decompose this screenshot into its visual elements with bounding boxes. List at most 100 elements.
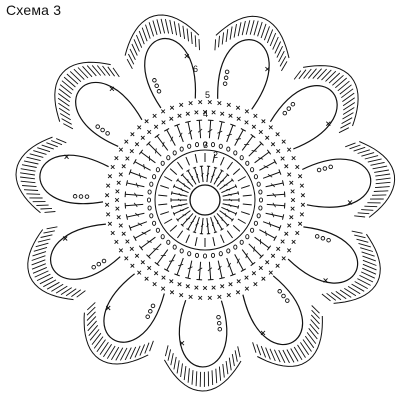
sc-mark — [169, 290, 175, 295]
row-number: 5 — [205, 90, 210, 100]
fan-dc-stitch — [269, 32, 277, 47]
sc-mark — [265, 66, 270, 72]
hdc-stitch — [212, 153, 216, 163]
chain-stitch — [166, 155, 171, 161]
dc-stitch — [148, 243, 162, 257]
sc-mark — [295, 230, 300, 236]
sc-mark — [177, 113, 182, 118]
dc-stitch — [176, 257, 184, 276]
dc-stitch-slash — [235, 138, 241, 140]
chain-stitch — [258, 197, 264, 203]
fan-dc-stitch — [211, 370, 214, 386]
fan-dc-stitch — [44, 211, 56, 213]
dc-stitch-top — [219, 120, 225, 123]
fan-dc-stitch — [293, 70, 302, 80]
dc-stitch-slash — [206, 173, 210, 177]
chain-stitch — [223, 75, 229, 81]
hdc-stitch — [242, 203, 252, 206]
chain-stitch — [160, 160, 165, 166]
fan-dc-stitch — [73, 68, 85, 80]
sc-mark — [236, 279, 241, 284]
petal-edge — [124, 14, 200, 56]
fan-dc-stitch — [367, 158, 382, 163]
petal-edge — [15, 136, 53, 214]
dc-stitch — [166, 129, 176, 146]
fan-dc-stitch — [139, 344, 146, 356]
fan-dc-stitch — [361, 251, 375, 257]
fan-dc-stitch — [46, 142, 58, 148]
fan-dc-stitch — [91, 65, 102, 76]
hdc-stitch — [185, 234, 190, 244]
chain-stitch — [253, 174, 258, 180]
sc-mark — [226, 292, 231, 298]
fan-dc-stitch — [375, 181, 391, 185]
fan-dc-stitch — [96, 65, 106, 76]
fan-dc-stitch — [347, 286, 361, 295]
fan-dc-stitch — [71, 289, 82, 297]
sc-mark — [280, 156, 285, 161]
sc-mark — [160, 286, 166, 291]
dc-stitch-top — [180, 223, 184, 227]
chain-stitch — [194, 252, 200, 258]
fan-dc-stitch — [99, 341, 109, 355]
chain-arch — [39, 154, 109, 205]
sc-mark — [109, 86, 115, 92]
dc-stitch-top — [250, 133, 256, 139]
fan-dc-stitch — [358, 242, 371, 248]
chain-stitch — [245, 234, 250, 240]
dc-stitch-top — [213, 166, 218, 169]
sc-mark — [153, 124, 159, 129]
sc-mark — [270, 142, 276, 147]
sc-mark — [64, 154, 69, 160]
dc-stitch-top — [133, 158, 137, 165]
chain-stitch — [149, 181, 154, 187]
fan-dc-stitch — [339, 289, 352, 298]
dc-stitch-top — [185, 120, 191, 123]
fan-dc-stitch — [40, 207, 53, 210]
fan-dc-stitch — [26, 193, 41, 195]
hdc-stitch — [220, 234, 225, 244]
sc-mark — [284, 231, 289, 236]
chain-stitch — [187, 251, 192, 257]
fan-dc-stitch — [362, 263, 377, 271]
petal — [83, 273, 165, 365]
dc-stitch-slash — [137, 222, 143, 227]
sc-mark — [347, 200, 353, 205]
hdc-stitch — [176, 161, 184, 170]
chain-stitch — [282, 110, 288, 116]
sc-mark — [244, 120, 249, 125]
dc-stitch-top — [163, 268, 170, 272]
fan-dc-stitch — [233, 24, 237, 38]
dc-stitch-top — [125, 180, 128, 186]
chain-stitch — [148, 309, 153, 314]
sc-mark — [289, 215, 294, 220]
dc-stitch-top — [154, 261, 160, 267]
sc-mark — [226, 102, 231, 108]
center-ring — [154, 149, 256, 251]
fan-dc-stitch — [342, 112, 354, 120]
fan-dc-stitch — [225, 29, 229, 42]
dc-stitch — [248, 143, 262, 157]
chain-stitch — [290, 101, 296, 107]
dc-stitch-top — [250, 261, 256, 267]
hdc-stitch — [194, 237, 198, 247]
fan-dc-stitch — [218, 366, 222, 381]
fan-dc-stitch — [221, 32, 225, 45]
chain-stitch — [100, 127, 105, 133]
chain-stitch — [202, 253, 208, 259]
sc-mark — [290, 197, 296, 203]
dc-stitch-slash — [226, 208, 230, 213]
chain-stitch — [156, 89, 162, 94]
fan-dc-stitch — [364, 205, 378, 208]
fan-dc-stitch — [160, 18, 166, 34]
dc-stitch-slash — [196, 173, 199, 178]
dc-stitch-slash — [153, 248, 159, 250]
fan-dc-stitch — [58, 107, 71, 116]
fan-dc-stitch — [332, 74, 344, 86]
sc-mark — [251, 124, 257, 129]
sc-mark — [228, 282, 233, 287]
dc-stitch — [187, 121, 193, 140]
fan-dc-stitch — [57, 97, 70, 107]
fan-dc-stitch — [341, 117, 353, 124]
chain-stitch — [84, 194, 90, 199]
